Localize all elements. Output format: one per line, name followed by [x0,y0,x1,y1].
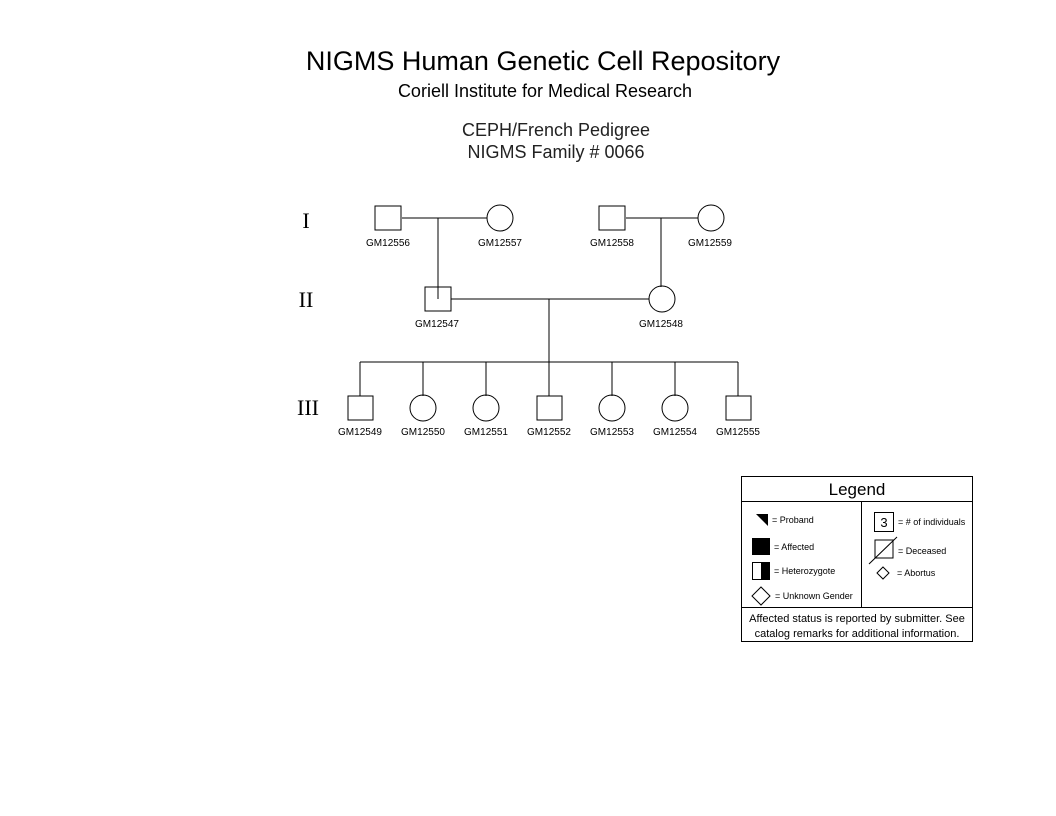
legend-deceased-label: = Deceased [898,546,947,556]
individual-label: GM12548 [639,319,683,330]
legend-proband: = Proband [756,514,814,526]
proband-icon [756,514,768,526]
female-symbol [661,394,689,422]
legend-note-line1: Affected status is reported by submitter… [749,613,965,625]
generation-label-i: I [302,208,309,233]
legend-title: Legend [742,477,972,502]
male-symbol [347,395,374,421]
legend-proband-label: = Proband [772,515,814,525]
legend-heterozygote: = Heterozygote [752,562,835,580]
male-symbol [536,395,563,421]
female-symbol [648,285,676,313]
small-diamond-icon [876,566,890,580]
individual-label: GM12553 [590,427,634,438]
pedigree-diagram: I II III [297,204,760,438]
male-symbol [725,395,752,421]
legend-abortus-label: = Abortus [897,568,936,578]
individual-label: GM12550 [401,427,445,438]
diamond-icon [751,586,771,606]
legend-abortus: = Abortus [876,566,935,580]
deceased-square-icon [868,536,898,565]
legend-count-label: = # of individuals [898,517,966,527]
affected-square-icon [752,538,770,555]
legend-box: Legend = Proband = Affected = Heterozygo… [741,476,973,642]
female-symbol [598,394,626,422]
legend-body: = Proband = Affected = Heterozygote = Un… [742,502,972,608]
heterozygote-square-icon [752,562,770,580]
legend-note: Affected status is reported by submitter… [742,608,972,642]
legend-unknown-gender-label: = Unknown Gender [775,591,853,601]
page-subtitle: Coriell Institute for Medical Research [397,81,693,101]
male-symbol [374,205,402,231]
individual-label: GM12551 [464,427,508,438]
pedigree-name: CEPH/French Pedigree [461,120,651,140]
individual-label: GM12549 [338,427,382,438]
page-title: NIGMS Human Genetic Cell Repository [305,46,781,76]
legend-heterozygote-label: = Heterozygote [774,566,836,576]
legend-affected-label: = Affected [774,541,815,552]
male-symbol [598,205,626,231]
legend-deceased: = Deceased [868,536,946,566]
individual-label: GM12557 [478,238,522,249]
generation-label-ii: II [299,287,314,312]
female-symbol [472,394,500,422]
family-number: NIGMS Family # 0066 [467,142,645,162]
legend-unknown-gender: = Unknown Gender [751,586,853,606]
individual-label: GM12555 [716,427,760,438]
female-symbol [697,204,725,232]
individual-label: GM12547 [415,319,459,330]
individual-label: GM12558 [590,238,634,249]
female-symbol [409,394,437,422]
legend-affected: = Affected [752,538,814,555]
generation-label-iii: III [297,395,319,420]
individual-label: GM12554 [653,427,697,438]
male-symbol [424,286,452,312]
count-square-icon: 3 [874,512,894,532]
legend-count: 3 = # of individuals [874,512,965,532]
individual-label: GM12556 [366,238,410,249]
legend-divider [861,502,862,607]
individual-label: GM12552 [527,427,571,438]
individual-label: GM12559 [688,238,732,249]
female-symbol [486,204,514,232]
legend-note-line2: catalog remarks for additional informati… [754,628,960,640]
count-number: 3 [880,515,887,530]
